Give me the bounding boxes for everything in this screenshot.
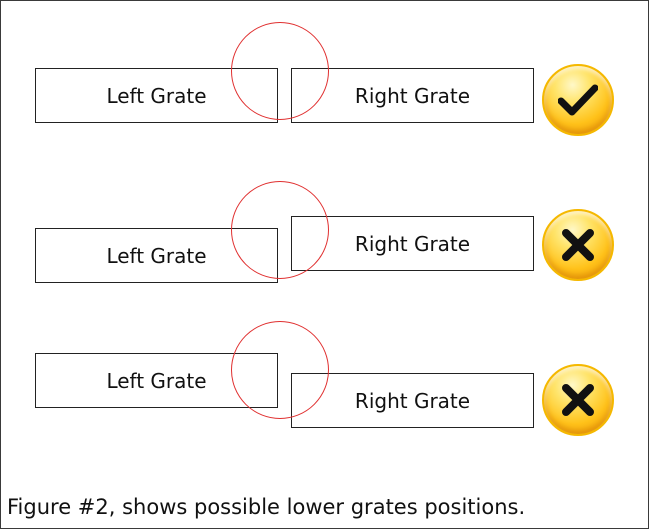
check-icon (542, 64, 614, 136)
cross-icon (542, 209, 614, 281)
junction-highlight-ring (231, 181, 329, 279)
junction-highlight-ring (231, 22, 329, 120)
cross-icon (542, 364, 614, 436)
right-grate: Right Grate (291, 68, 534, 123)
right-grate: Right Grate (291, 216, 534, 271)
figure-caption: Figure #2, shows possible lower grates p… (7, 495, 526, 519)
junction-highlight-ring (231, 321, 329, 419)
right-grate: Right Grate (291, 373, 534, 428)
